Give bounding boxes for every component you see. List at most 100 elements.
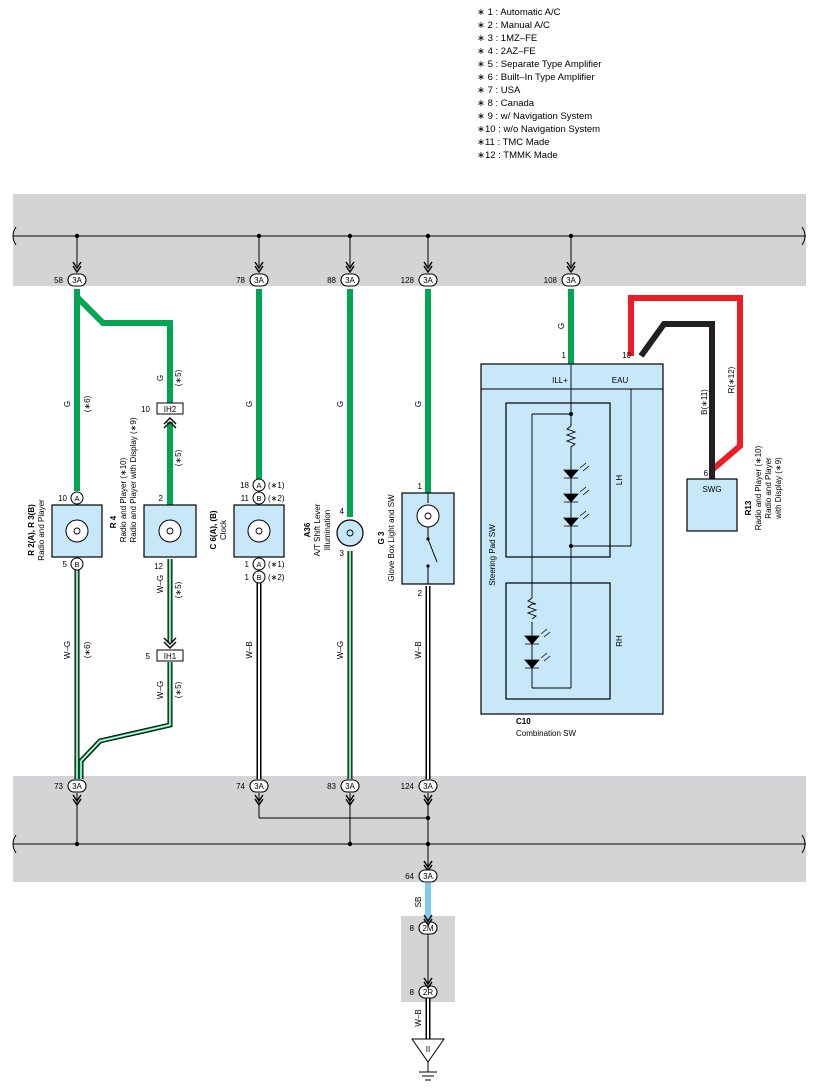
lamp-icon — [166, 527, 174, 535]
component-code: A36 — [303, 522, 312, 537]
bottom-bus-dots — [74, 815, 431, 847]
connector-label: 2R — [423, 988, 433, 997]
legend-item: ∗ 8 : Canada — [477, 98, 535, 109]
wire-label-wg: W–G — [63, 641, 72, 659]
top-chevrons — [72, 261, 576, 274]
pin-connector: B — [256, 494, 261, 503]
wg-wires — [74, 551, 353, 779]
lh-label: LH — [615, 475, 624, 485]
pin-note: (∗1) — [268, 560, 285, 569]
component-name: Radio and Player — [37, 499, 46, 561]
top-junction-labels: 58 3A 78 3A 88 3A 128 3A 108 3A — [54, 276, 576, 285]
component-code: R 4 — [109, 515, 118, 528]
pin-label: 108 — [544, 276, 558, 285]
swg-terminal: SWG — [702, 485, 721, 494]
pin-number: 1 — [245, 573, 250, 582]
legend-item: ∗ 2 : Manual A/C — [477, 20, 550, 31]
black-wire — [638, 321, 715, 479]
pin-connector: A — [74, 494, 79, 503]
pin-number: 18 — [240, 481, 249, 490]
component-name: with Display (∗9) — [774, 457, 783, 520]
splice-name: IH1 — [164, 652, 177, 661]
component-name: Radio and Player (∗10) — [119, 457, 128, 542]
wire-label-wb: W–B — [414, 1009, 423, 1026]
legend-item: ∗ 3 : 1MZ–FE — [477, 33, 537, 44]
component-r4: 2 12 R 4 Radio and Player (∗10) Radio an… — [109, 417, 197, 571]
top-bus — [12, 226, 806, 266]
connector-label: 3A — [72, 276, 82, 285]
pin-label: 78 — [236, 276, 245, 285]
splice-ih2: IH2 10 — [141, 402, 184, 429]
rh-label: RH — [615, 635, 624, 647]
connector-label: 3A — [72, 782, 82, 791]
pin-number: 10 — [58, 494, 67, 503]
wire-label-sb: SB — [414, 897, 423, 908]
splice-ih1: IH1 5 — [146, 637, 184, 662]
rh-box — [505, 582, 611, 700]
component-c6-clock: A 18 (∗1) B 11 (∗2) A 1 (∗1) B 1 (∗2) C … — [209, 478, 285, 584]
wire-label-b11: B(∗11) — [700, 389, 709, 415]
component-a36: 4 3 A36 A/T Shift Lever Illumination — [303, 503, 364, 558]
pin-number: 2 — [418, 589, 423, 598]
pin-label: 8 — [410, 988, 415, 997]
wire-note: (∗6) — [83, 395, 92, 412]
steering-pad-label: Steering Pad SW — [488, 524, 497, 586]
pin-label: 88 — [327, 276, 336, 285]
wire-label-wg: W–G — [336, 641, 345, 659]
connector-label: 3A — [423, 782, 433, 791]
pin-number: 5 — [63, 560, 68, 569]
pin-note: (∗2) — [268, 573, 285, 582]
led-icon — [563, 462, 590, 479]
component-name: Illumination — [323, 510, 332, 550]
splice-name: IH2 — [164, 405, 177, 414]
component-name: A/T Shift Lever — [313, 503, 322, 556]
wire-label-g: G — [336, 401, 345, 407]
component-g3: 1 2 G 3 Glove Box Light and SW — [377, 482, 455, 598]
connector-label: 3A — [566, 276, 576, 285]
pin-connector: A — [256, 481, 261, 490]
legend-item: ∗12 : TMMK Made — [477, 150, 558, 161]
legend-item: ∗ 6 : Built–In Type Amplifier — [477, 72, 595, 83]
legend-item: ∗ 5 : Separate Type Amplifier — [477, 59, 602, 70]
wire-note: (∗6) — [83, 641, 92, 658]
lh-box — [505, 402, 611, 558]
legend-item: ∗ 7 : USA — [477, 85, 521, 96]
pin-number: 11 — [241, 494, 250, 503]
pin-label: 74 — [236, 782, 245, 791]
pin-label: 8 — [410, 924, 415, 933]
wire-label-wb: W–B — [414, 641, 423, 658]
pin-note: (∗1) — [268, 481, 285, 490]
wire-label-g: G — [557, 323, 566, 329]
led-icon — [524, 628, 551, 645]
pin-label: 73 — [54, 782, 63, 791]
pin-label: 124 — [401, 782, 415, 791]
top-bus-dots — [74, 233, 574, 239]
component-code: G 3 — [377, 531, 386, 544]
component-name: Combination SW — [516, 729, 576, 738]
component-c10: 1 10 ILL+ EAU Steering Pad SW LH RH — [480, 351, 664, 738]
wire-label-g: G — [245, 401, 254, 407]
wire-note: (∗5) — [174, 681, 183, 698]
pin-label: 58 — [54, 276, 63, 285]
pin-connector: B — [74, 560, 79, 569]
wire-label-g: G — [156, 375, 165, 381]
component-code: C 6(A), (B) — [209, 510, 218, 549]
green-wires — [74, 289, 574, 517]
pin-number: 2 — [159, 494, 164, 503]
splice-pin: 10 — [141, 405, 150, 414]
wire-label-wg: W–G — [156, 575, 165, 593]
component-code: R13 — [744, 500, 753, 515]
pin-connector: A — [256, 560, 261, 569]
wire-label-g: G — [63, 401, 72, 407]
bottom-junction-band — [13, 776, 806, 882]
led-icon — [563, 486, 590, 503]
ground-mark: II — [426, 1045, 430, 1054]
component-code: C10 — [516, 717, 531, 726]
lamp-icon — [255, 527, 263, 535]
component-name: Radio and Player — [764, 457, 773, 519]
component-r13: 6 SWG R13 Radio and Player (∗10) Radio a… — [686, 445, 783, 532]
wb-wires — [256, 583, 431, 1039]
wire-label-wb: W–B — [245, 641, 254, 658]
connector-label: 3A — [423, 872, 433, 881]
